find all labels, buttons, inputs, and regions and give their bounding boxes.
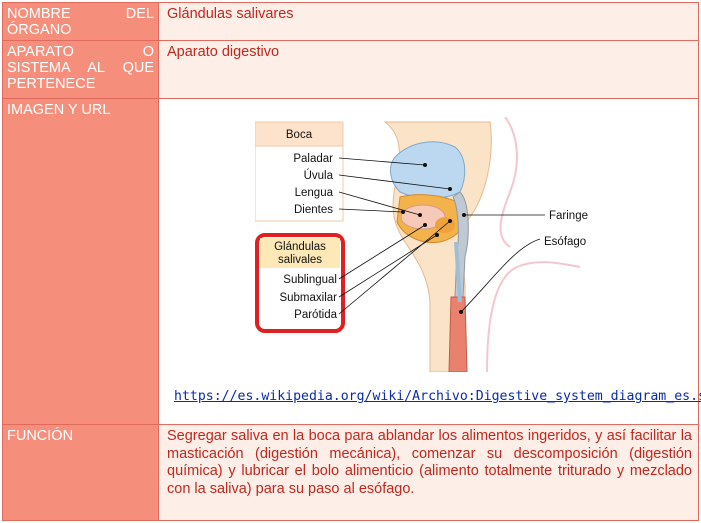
glandulas-box-header [260, 238, 340, 268]
glandulas-title-line: Glándulas [274, 241, 326, 253]
boca-item: Dientes [294, 204, 333, 216]
label-line: NOMBRE DEL [7, 6, 154, 22]
function-text: Segregar saliva en la boca para ablandar… [167, 428, 692, 497]
label-line: SISTEMA AL QUE [7, 60, 154, 76]
image-source-link[interactable]: https://es.wikipedia.org/wiki/Archivo:Di… [174, 389, 701, 404]
trachea [454, 241, 462, 303]
value-image-url: Boca Paladar Úvula Lengua Dientes Glándu… [158, 98, 701, 425]
label-line: PERTENECE [7, 76, 96, 92]
label-cell-function: FUNCIÓN [2, 424, 159, 521]
row-function: FUNCIÓN Segregar saliva en la boca para … [2, 424, 699, 521]
system-text: Aparato digestivo [167, 44, 280, 60]
label-line: IMAGEN Y URL [7, 102, 111, 118]
label-cell-organ-name: NOMBRE DEL ÓRGANO [2, 2, 159, 41]
glandulas-title-line: salivales [278, 254, 322, 266]
boca-title: Boca [286, 129, 313, 141]
glandulas-item: Submaxilar [279, 292, 337, 304]
label-line: APARATO O [7, 44, 154, 60]
esofago-label: Esófago [544, 236, 586, 248]
row-image-url: IMAGEN Y URL [2, 98, 701, 425]
row-organ-name: NOMBRE DEL ÓRGANO Glándulas salivares [2, 2, 699, 41]
label-line: ÓRGANO [7, 22, 72, 38]
boca-box-body [255, 145, 344, 222]
boca-item: Lengua [295, 187, 334, 199]
faringe-label: Faringe [549, 210, 588, 222]
row-system: APARATO O SISTEMA AL QUE PERTENECE Apara… [2, 40, 699, 99]
shoulder-outline [486, 261, 581, 372]
boca-item: Paladar [293, 153, 333, 165]
glandulas-item: Sublingual [283, 274, 337, 286]
label-cell-system: APARATO O SISTEMA AL QUE PERTENECE [2, 40, 159, 99]
boca-item: Úvula [304, 169, 334, 182]
label-cell-image-url: IMAGEN Y URL [2, 98, 159, 425]
digestive-diagram-image: Boca Paladar Úvula Lengua Dientes Glándu… [255, 117, 588, 372]
value-system: Aparato digestivo [158, 40, 699, 99]
label-line: FUNCIÓN [7, 428, 74, 444]
neck-outline [499, 117, 518, 248]
organ-name-text: Glándulas salivares [167, 6, 294, 22]
value-organ-name: Glándulas salivares [158, 2, 699, 41]
value-function: Segregar saliva en la boca para ablandar… [158, 424, 699, 521]
glandulas-item: Parótida [294, 309, 337, 321]
leader-lines [338, 157, 545, 315]
